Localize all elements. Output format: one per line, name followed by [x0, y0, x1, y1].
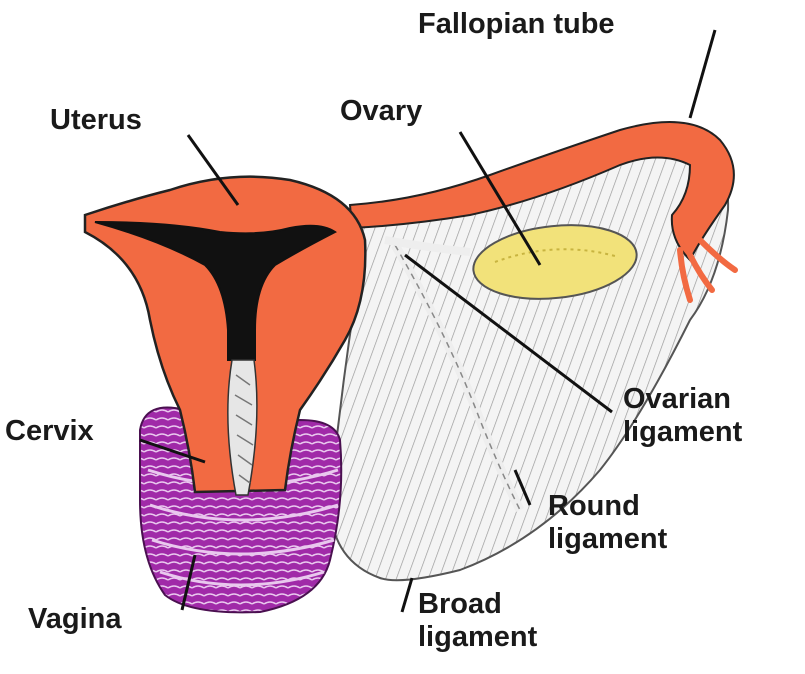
label-round-ligament: Round ligament — [548, 490, 667, 557]
label-cervix: Cervix — [5, 415, 94, 448]
label-ovary: Ovary — [340, 95, 422, 128]
label-ovarian-ligament: Ovarian ligament — [623, 383, 742, 450]
label-broad-ligament-line2: ligament — [418, 621, 537, 654]
label-broad-ligament-line1: Broad — [418, 588, 537, 621]
label-broad-ligament: Broad ligament — [418, 588, 537, 655]
label-round-ligament-line1: Round — [548, 490, 667, 523]
label-uterus: Uterus — [50, 104, 142, 137]
leader-broad-ligament — [402, 578, 412, 612]
label-fallopian-tube: Fallopian tube — [418, 8, 615, 41]
label-vagina: Vagina — [28, 603, 122, 636]
leader-fallopian-tube — [690, 30, 715, 118]
label-round-ligament-line2: ligament — [548, 523, 667, 556]
label-ovarian-ligament-line1: Ovarian — [623, 383, 742, 416]
label-ovarian-ligament-line2: ligament — [623, 416, 742, 449]
